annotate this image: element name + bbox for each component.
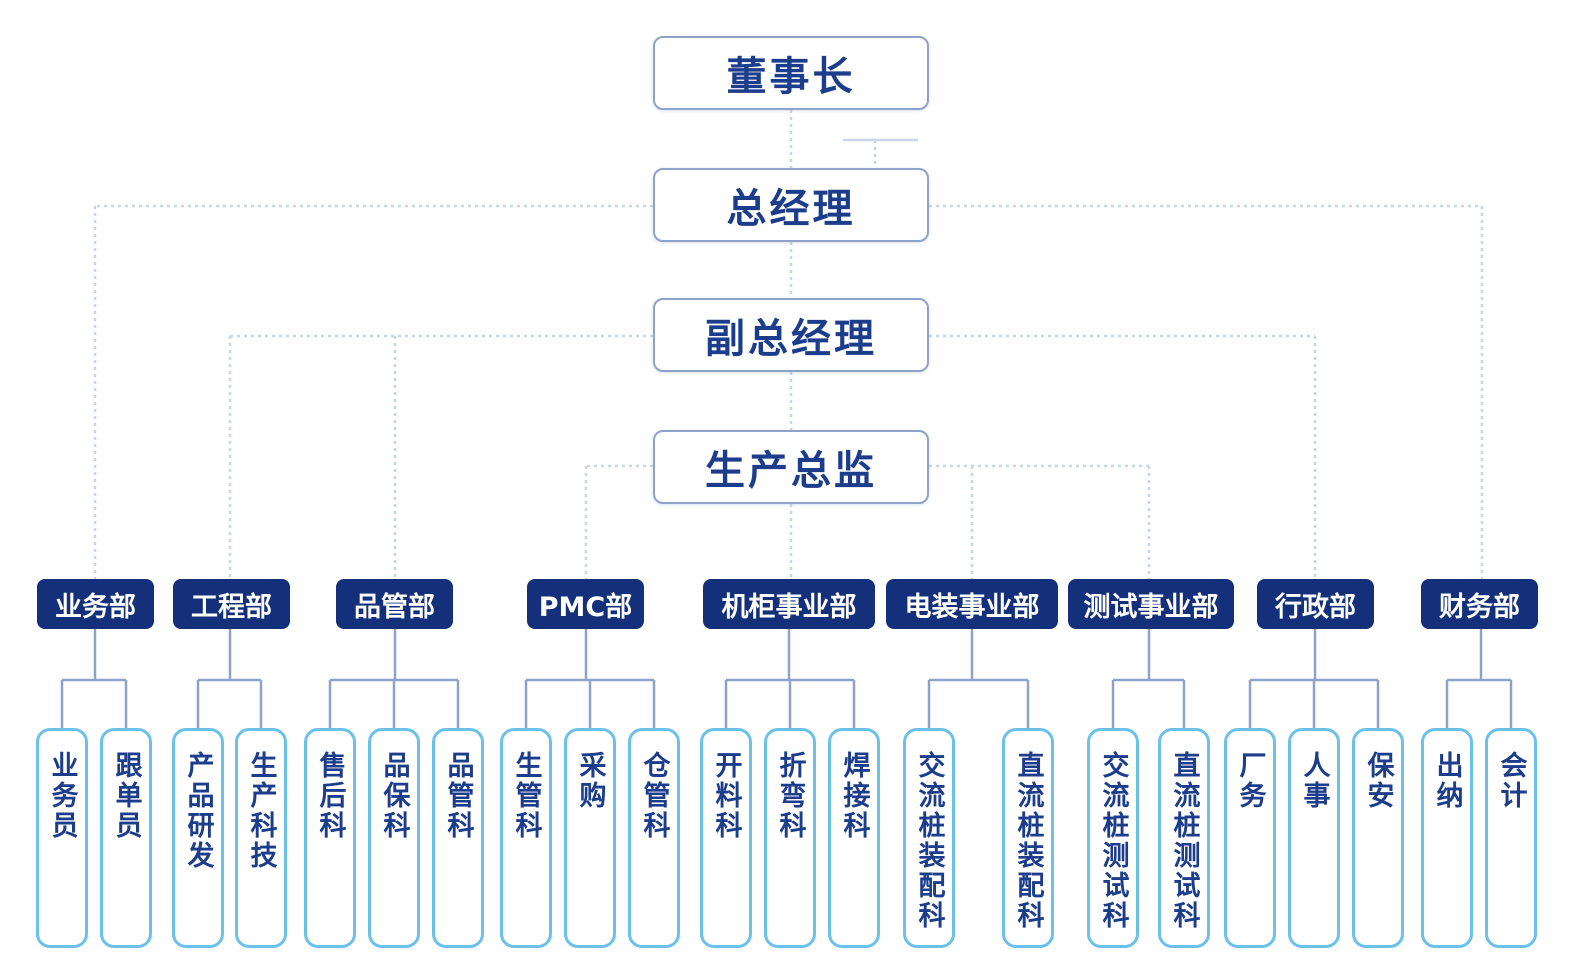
dept-testing: 测试事业部 [1068,579,1234,629]
sub-label: 生产科技 [245,751,277,871]
sub-box: 直流桩装配科 [1002,728,1054,948]
sub-label: 品管科 [442,751,474,841]
sub-box: 采购 [564,728,616,948]
dept-pmc: PMC部 [527,579,644,629]
sub-box: 交流桩装配科 [903,728,955,948]
sub-box: 会计 [1485,728,1537,948]
production-director-box: 生产总监 [653,430,929,504]
sub-label: 交流桩装配科 [913,751,945,931]
sub-label: 焊接科 [838,751,870,841]
sub-box: 人事 [1288,728,1340,948]
sub-box: 焊接科 [828,728,880,948]
sub-label: 品保科 [378,751,410,841]
dept-cabinet: 机柜事业部 [703,579,875,629]
sub-label: 生管科 [510,751,542,841]
sub-box: 跟单员 [100,728,152,948]
sub-label: 厂务 [1234,751,1266,811]
sub-box: 厂务 [1224,728,1276,948]
sub-label: 折弯科 [774,751,806,841]
dept-quality: 品管部 [336,579,453,629]
sub-label: 直流桩装配科 [1012,751,1044,931]
sub-box: 产品研发 [172,728,224,948]
sub-label: 仓管科 [638,751,670,841]
dept-admin: 行政部 [1257,579,1374,629]
sub-box: 仓管科 [628,728,680,948]
sub-box: 交流桩测试科 [1087,728,1139,948]
sub-box: 业务员 [36,728,88,948]
sub-box: 直流桩测试科 [1158,728,1210,948]
sub-label: 保安 [1362,751,1394,811]
chairman-box: 董事长 [653,36,929,110]
dept-business: 业务部 [37,579,154,629]
sub-label: 交流桩测试科 [1097,751,1129,931]
sub-box: 折弯科 [764,728,816,948]
sub-label: 业务员 [46,751,78,841]
general-manager-box: 总经理 [653,168,929,242]
sub-box: 品管科 [432,728,484,948]
sub-box: 生管科 [500,728,552,948]
sub-box: 保安 [1352,728,1404,948]
sub-label: 出纳 [1431,751,1463,811]
dept-engineering: 工程部 [173,579,290,629]
sub-label: 直流桩测试科 [1168,751,1200,931]
dept-electrical: 电装事业部 [886,579,1058,629]
sub-label: 会计 [1495,751,1527,811]
sub-label: 开料科 [710,751,742,841]
sub-box: 开料科 [700,728,752,948]
sub-label: 产品研发 [182,751,214,871]
sub-box: 售后科 [304,728,356,948]
sub-label: 采购 [574,751,606,811]
sub-label: 跟单员 [110,751,142,841]
sub-label: 人事 [1298,751,1330,811]
sub-box: 品保科 [368,728,420,948]
deputy-gm-box: 副总经理 [653,298,929,372]
sub-label: 售后科 [314,751,346,841]
sub-box: 出纳 [1421,728,1473,948]
dept-finance: 财务部 [1421,579,1538,629]
sub-box: 生产科技 [235,728,287,948]
